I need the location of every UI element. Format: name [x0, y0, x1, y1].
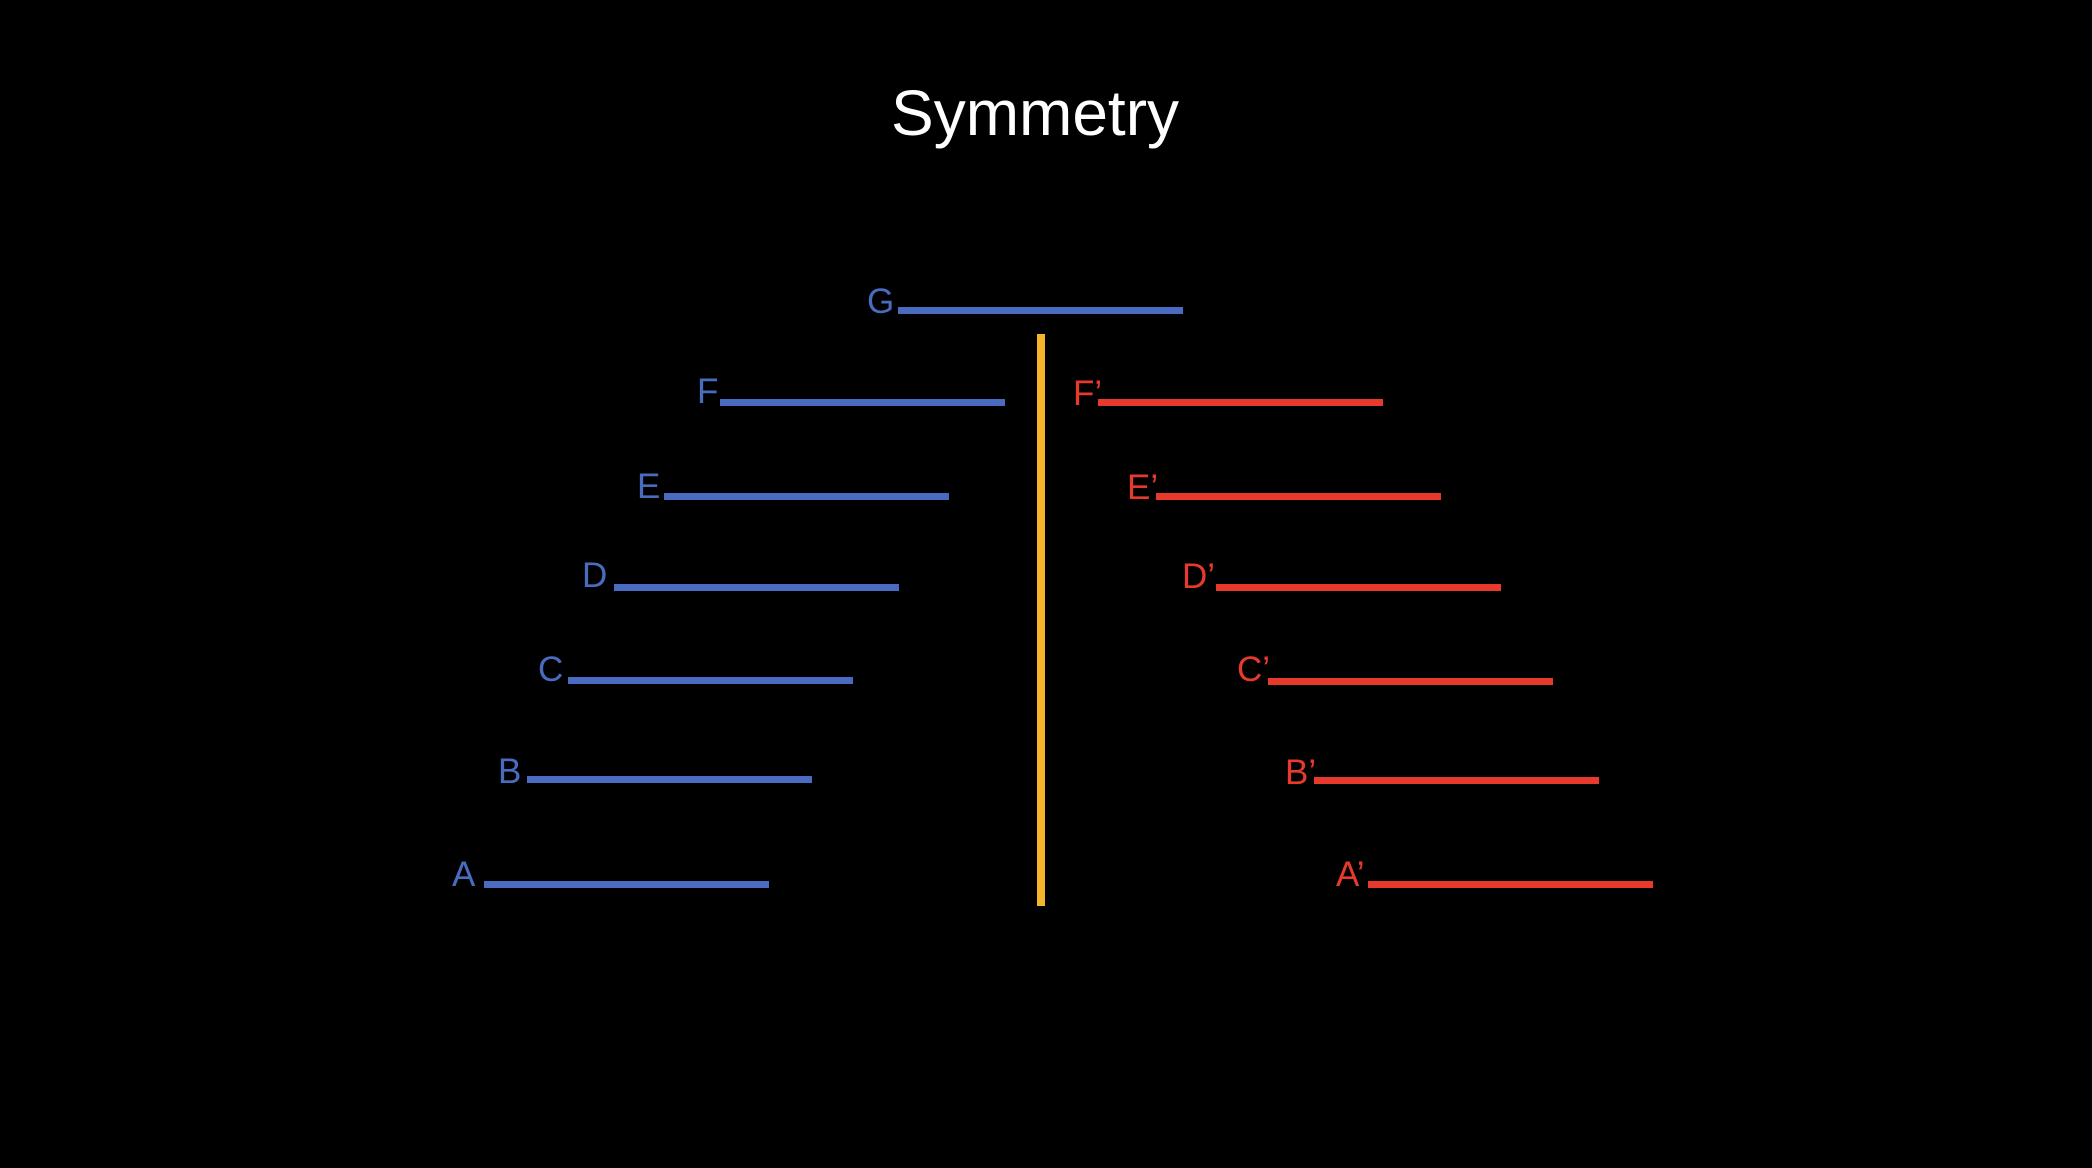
label-d-prime: D’ [1182, 557, 1216, 596]
label-f: F [697, 372, 719, 411]
segment-d-prime [1216, 584, 1501, 591]
segment-b [527, 776, 812, 783]
slide-title: Symmetry [891, 77, 1179, 149]
axis-of-symmetry [1037, 334, 1045, 906]
label-f-prime: F’ [1073, 374, 1103, 413]
segment-c-prime [1268, 678, 1553, 685]
label-e-prime: E’ [1127, 468, 1159, 507]
segment-a-prime [1368, 881, 1653, 888]
segment-c [568, 677, 853, 684]
segment-d [614, 584, 899, 591]
segment-g [898, 307, 1183, 314]
label-g: G [867, 282, 895, 321]
segment-a [484, 881, 769, 888]
segment-f [720, 399, 1005, 406]
label-c: C [538, 650, 564, 689]
label-d: D [582, 556, 608, 595]
label-a-prime: A’ [1336, 855, 1365, 894]
segment-e-prime [1156, 493, 1441, 500]
label-c-prime: C’ [1237, 650, 1271, 689]
label-a: A [452, 855, 476, 894]
label-b-prime: B’ [1285, 753, 1317, 792]
label-e: E [637, 467, 661, 506]
segment-e [664, 493, 949, 500]
segment-b-prime [1314, 777, 1599, 784]
segment-f-prime [1098, 399, 1383, 406]
label-b: B [498, 752, 522, 791]
